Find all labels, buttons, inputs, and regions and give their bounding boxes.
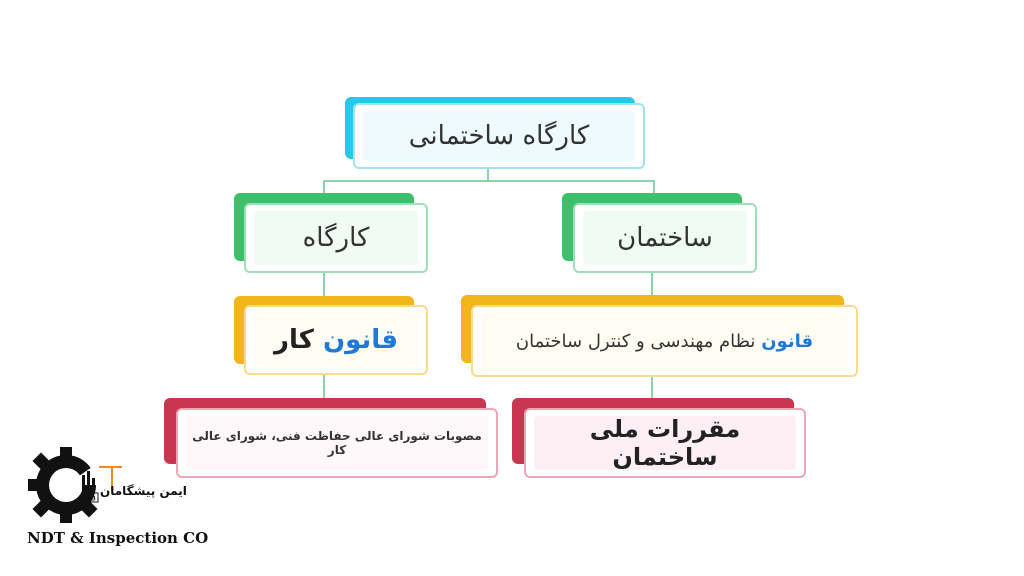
left-regs-node: مصوبات شورای عالی حفاظت فنی، شورای عالی … — [176, 408, 498, 478]
right-law-keyword: قانون — [761, 330, 814, 352]
connector-right-title-law — [651, 272, 653, 298]
left-regs-label: مصوبات شورای عالی حفاظت فنی، شورای عالی … — [192, 429, 482, 457]
right-title-node: ساختمان — [573, 203, 757, 273]
company-logo: PB — [26, 445, 126, 531]
brand-name-fa: ایمن پیشگامان — [100, 484, 187, 498]
root-label: کارگاه ساختمانی — [408, 121, 590, 151]
connector-root-down — [487, 168, 489, 182]
connector-left-law-regs — [323, 373, 325, 401]
root-node: کارگاه ساختمانی — [353, 103, 645, 169]
left-law-rest: کار — [274, 325, 314, 355]
company-name: NDT & Inspection CO — [27, 529, 209, 547]
gear-icon: PB — [28, 447, 122, 523]
right-law-rest: نظام مهندسی و کنترل ساختمان — [515, 330, 756, 352]
connector-left-down — [323, 180, 325, 194]
left-law-node: قانون کار — [244, 305, 428, 375]
connector-left-title-law — [323, 272, 325, 298]
left-title-node: کارگاه — [244, 203, 428, 273]
connector-right-law-regs — [651, 375, 653, 401]
right-regs-label: مقررات ملی ساختمان — [589, 415, 741, 471]
right-title-label: ساختمان — [617, 223, 713, 253]
left-law-keyword: قانون — [322, 325, 398, 355]
connector-right-down — [653, 180, 655, 194]
right-law-node: قانون نظام مهندسی و کنترل ساختمان — [471, 305, 858, 377]
left-title-label: کارگاه — [302, 223, 370, 253]
right-regs-node: مقررات ملی ساختمان — [524, 408, 806, 478]
connector-horizontal — [323, 180, 655, 182]
svg-text:PB: PB — [86, 496, 96, 503]
